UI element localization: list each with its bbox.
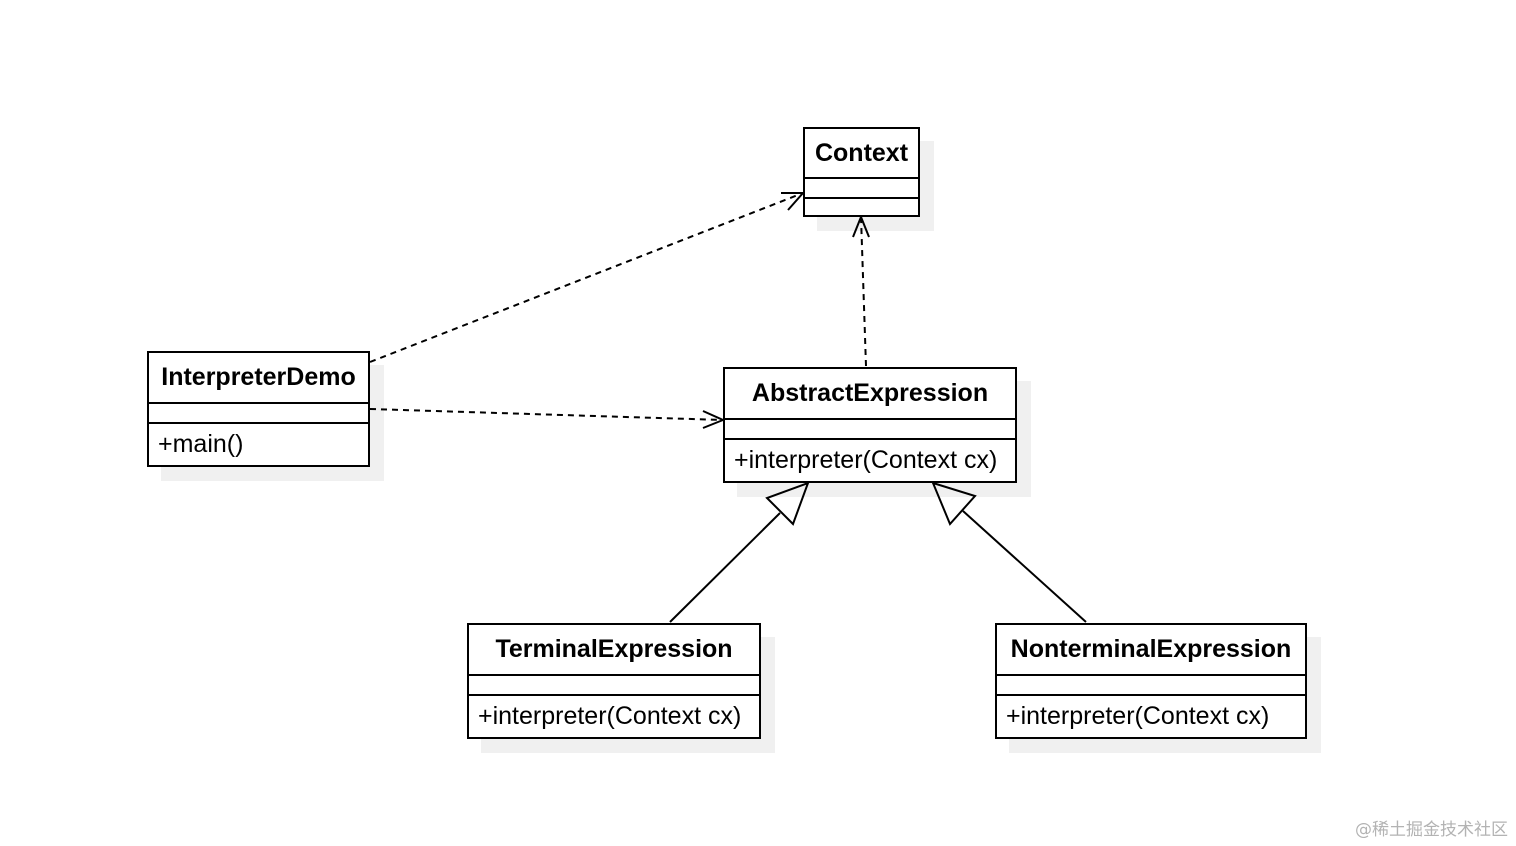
class-operation: +interpreter(Context cx) [734, 446, 998, 474]
dependency-interpreterdemo-to-context [369, 192, 806, 363]
class-attributes [997, 676, 1305, 696]
class-operation: +main() [158, 430, 244, 458]
generalization-nonterminal-to-abstract [931, 481, 1087, 623]
class-operation: +interpreter(Context cx) [478, 702, 742, 730]
generalization-terminal-to-abstract [669, 481, 810, 623]
class-interpreterdemo[interactable]: InterpreterDemo +main() [147, 351, 370, 467]
class-nonterminalexpression[interactable]: NonterminalExpression +interpreter(Conte… [995, 623, 1307, 739]
class-attributes [469, 676, 759, 696]
class-terminalexpression[interactable]: TerminalExpression +interpreter(Context … [467, 623, 761, 739]
class-name: Context [805, 129, 918, 179]
class-attributes [805, 179, 918, 199]
class-abstractexpression[interactable]: AbstractExpression +interpreter(Context … [723, 367, 1017, 483]
dependency-abstractexpression-to-context [852, 214, 870, 367]
watermark: @稀土掘金技术社区 [1355, 820, 1508, 840]
class-name: TerminalExpression [469, 625, 759, 676]
class-attributes [725, 420, 1015, 440]
class-name: InterpreterDemo [149, 353, 368, 404]
class-attributes [149, 404, 368, 424]
class-name: NonterminalExpression [997, 625, 1305, 676]
class-name: AbstractExpression [725, 369, 1015, 420]
class-operation: +interpreter(Context cx) [1006, 702, 1270, 730]
class-context[interactable]: Context [803, 127, 920, 217]
class-operations [805, 199, 918, 215]
dependency-interpreterdemo-to-abstractexpression [369, 408, 726, 429]
